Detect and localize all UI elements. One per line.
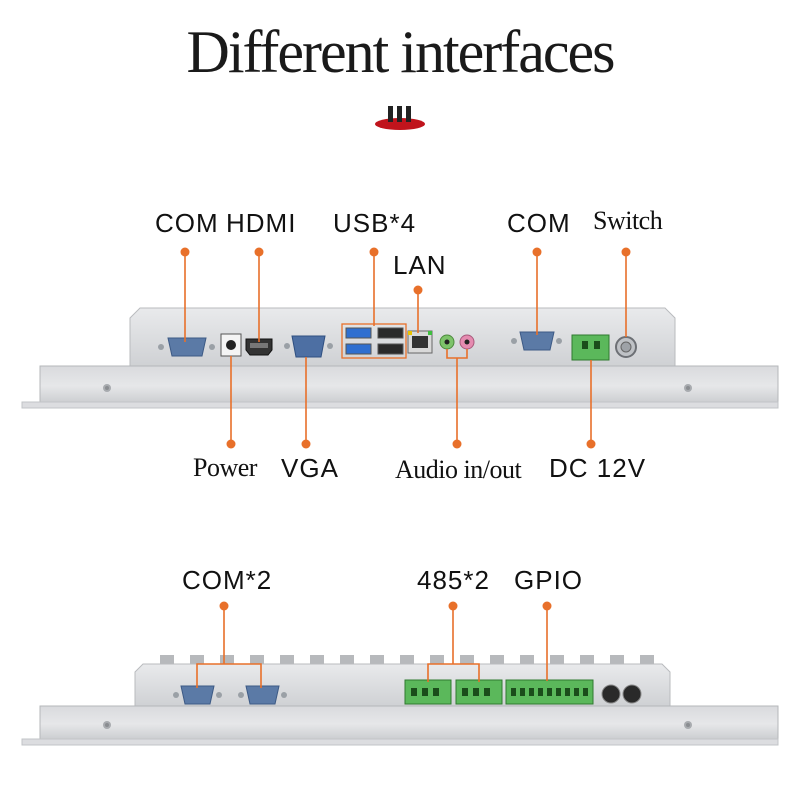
power-label: Power (193, 453, 257, 482)
lan-label: LAN (393, 250, 447, 280)
top-panel (21, 247, 779, 449)
heatsink-fins (160, 655, 654, 665)
bottom-leader-dots (219, 601, 552, 611)
gpio-label: GPIO (514, 565, 584, 595)
audio-label: Audio in/out (395, 455, 522, 484)
top-leader-lines (184, 252, 627, 444)
top-leader-dots (180, 247, 631, 449)
power-switch (615, 336, 637, 358)
usb-label: USB*4 (333, 208, 417, 238)
audio-jacks (439, 334, 475, 350)
com-port-left (158, 337, 215, 357)
com-port-right (511, 331, 562, 351)
usb-ports (345, 327, 404, 355)
com-right-label: COM (507, 208, 571, 238)
com-left-label: COM (155, 208, 219, 238)
switch-label: Switch (593, 206, 663, 235)
gpio-terminal (505, 679, 594, 705)
page-title: Different interfaces (186, 19, 616, 85)
lan-port (407, 330, 433, 354)
power-jack (220, 333, 242, 357)
hdmi-port (245, 338, 273, 356)
bottom-leader-lines (196, 606, 548, 688)
divider-icon (375, 106, 425, 130)
rs485-label: 485*2 (417, 565, 490, 595)
com2-label: COM*2 (182, 565, 273, 595)
vga-label: VGA (281, 453, 339, 483)
antenna-connectors (601, 684, 642, 704)
rs485-terminals (404, 679, 503, 705)
bottom-panel (21, 601, 779, 746)
hdmi-label: HDMI (226, 208, 297, 238)
dc-label: DC 12V (549, 453, 647, 483)
vga-port (284, 335, 333, 358)
dc-terminal (571, 334, 610, 361)
com-ports-bottom (173, 685, 287, 705)
